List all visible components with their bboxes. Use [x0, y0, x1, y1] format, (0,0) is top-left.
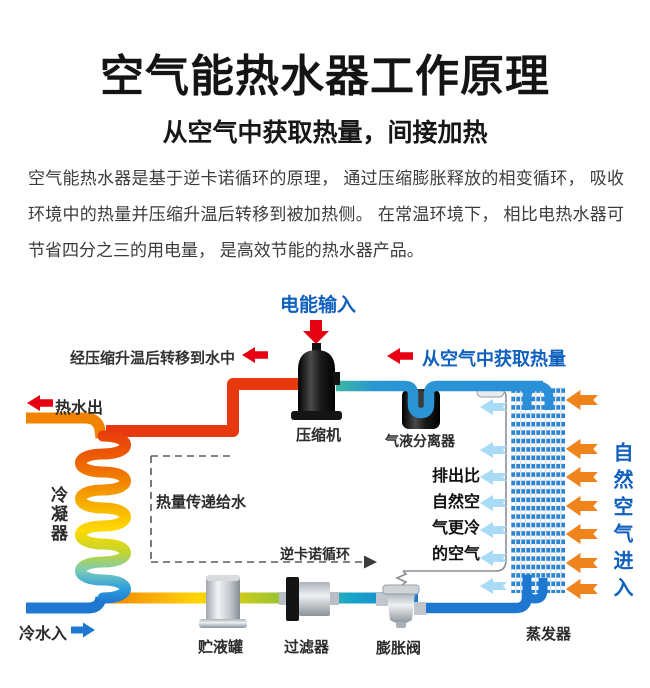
natural-air-arrows: [564, 388, 600, 601]
from-air-arrow-icon: [387, 348, 413, 364]
carnot-arrowhead-icon: [364, 555, 377, 569]
carnot-dashed-outline: [150, 455, 364, 563]
cold-water-arrow-icon: [71, 622, 95, 638]
evaporator-label: 蒸发器: [526, 626, 572, 643]
evaporator: [511, 381, 565, 604]
power-input-label: 电能输入: [279, 295, 356, 316]
hot-gas-pipe: [106, 378, 302, 437]
cold-water-pipe: [26, 596, 107, 614]
capillary-tube: [395, 391, 507, 587]
power-input-arrow-icon: [303, 320, 329, 344]
suction-pipe: [336, 380, 543, 419]
evaporator-feed-pipe: [416, 575, 533, 614]
receiver-tank: [199, 575, 247, 628]
compressor-label: 压缩机: [296, 427, 342, 444]
evaporator-u-bend: [522, 575, 548, 604]
cold-air-out-label: 排出比 自然空 气更冷 的空气: [431, 468, 480, 563]
from-air-label: 从空气中获取热量: [422, 349, 566, 369]
filter-label: 过滤器: [284, 639, 330, 656]
compressor: [291, 343, 342, 420]
receiver-label: 贮液罐: [198, 639, 244, 656]
filter-drier: [279, 577, 339, 621]
page-subtitle: 从空气中获取热量，间接加热: [162, 119, 488, 147]
condenser-label: 冷凝器: [48, 486, 67, 543]
evaporator-fins: [511, 387, 565, 593]
description-paragraph: 空气能热水器是基于逆卡诺循环的原理， 通过压缩膨胀释放的相变循环， 吸收环境中的…: [28, 169, 624, 260]
hot-water-arrow-icon: [27, 395, 53, 411]
hot-water-out-label: 热水出: [55, 400, 104, 417]
expansion-valve-label: 膨胀阀: [376, 640, 422, 657]
to-water-label: 经压缩升温后转移到水中: [70, 350, 236, 367]
page-title: 空气能热水器工作原理: [100, 52, 550, 101]
reverse-carnot-label: 逆卡诺循环: [280, 546, 350, 562]
heat-transfer-label: 热量传递给水: [156, 494, 247, 511]
natural-air-in-label: 自然空气进入: [610, 442, 632, 604]
separator-label: 气液分离器: [385, 433, 455, 449]
to-water-arrow-icon: [242, 347, 268, 363]
hot-water-pipe: [26, 412, 107, 439]
cold-water-in-label: 冷水入: [19, 626, 68, 643]
condenser-coil: [75, 430, 131, 604]
expansion-valve: [376, 584, 426, 628]
